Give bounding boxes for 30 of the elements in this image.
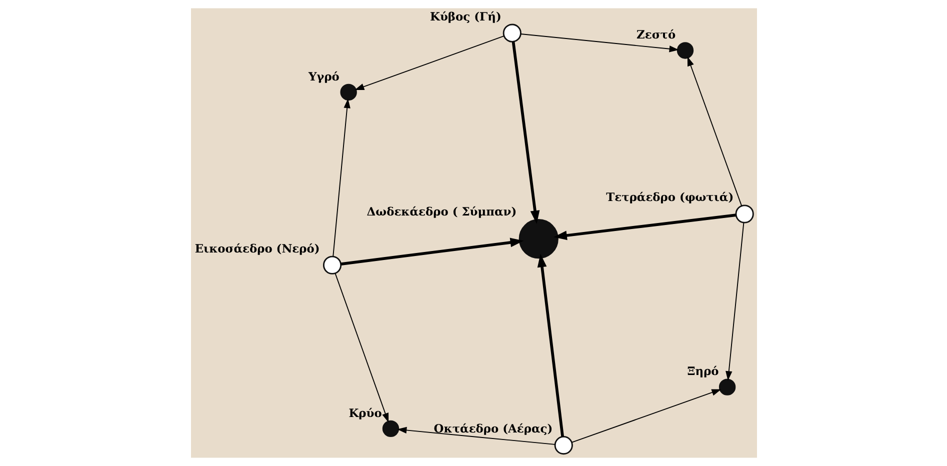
arrow [536,254,564,437]
node-label: Ξηρό [686,364,718,378]
arrow [520,34,678,52]
node-label: Δωδεκάεδρο ( Σύμπαν) [366,204,516,219]
node-circle [340,84,356,101]
arrow [340,238,524,266]
node-circle [676,42,694,59]
node-label: Κύβος (Γή) [430,9,501,24]
arrow [571,389,721,443]
arrow [553,214,736,240]
node-circle [734,204,754,224]
node-circle [382,420,399,438]
node-label: Εικοσάεδρο (Νερό) [194,241,320,256]
arrow [334,272,388,423]
arrow [511,42,540,224]
node-circle [518,219,558,259]
node-label: Οκτάεδρο (Αέρας) [433,422,552,436]
node-label: Ζεστό [636,28,676,42]
node-label: Υγρό [308,69,339,84]
node-label: Τετράεδρο (φωτιά) [606,190,734,204]
arrow [354,36,504,90]
arrow [396,426,555,445]
arrow [725,222,744,381]
arrow [332,98,350,257]
arrow [686,56,742,206]
node-circle [554,436,572,455]
node-circle [718,378,736,396]
node-circle [322,256,342,274]
node-label: Κρύο [348,406,382,420]
node-circle [502,24,521,42]
